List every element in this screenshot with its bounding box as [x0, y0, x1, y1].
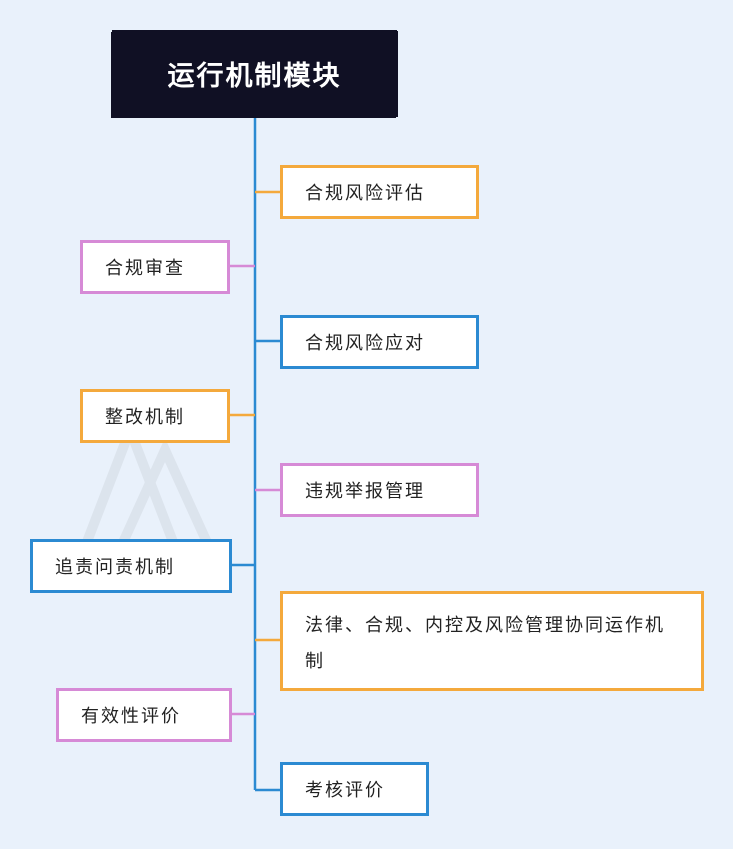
node-rectification: 整改机制 — [80, 389, 230, 443]
node-coordination: 法律、合规、内控及风险管理协同运作机制 — [280, 591, 704, 691]
node-compliance-review: 合规审查 — [80, 240, 230, 294]
node-risk-assessment: 合规风险评估 — [280, 165, 479, 219]
root-node-title: 运行机制模块 — [112, 30, 397, 116]
node-risk-response: 合规风险应对 — [280, 315, 479, 369]
node-assessment: 考核评价 — [280, 762, 429, 816]
node-violation-report: 违规举报管理 — [280, 463, 479, 517]
node-effectiveness: 有效性评价 — [56, 688, 232, 742]
node-accountability: 追责问责机制 — [30, 539, 232, 593]
